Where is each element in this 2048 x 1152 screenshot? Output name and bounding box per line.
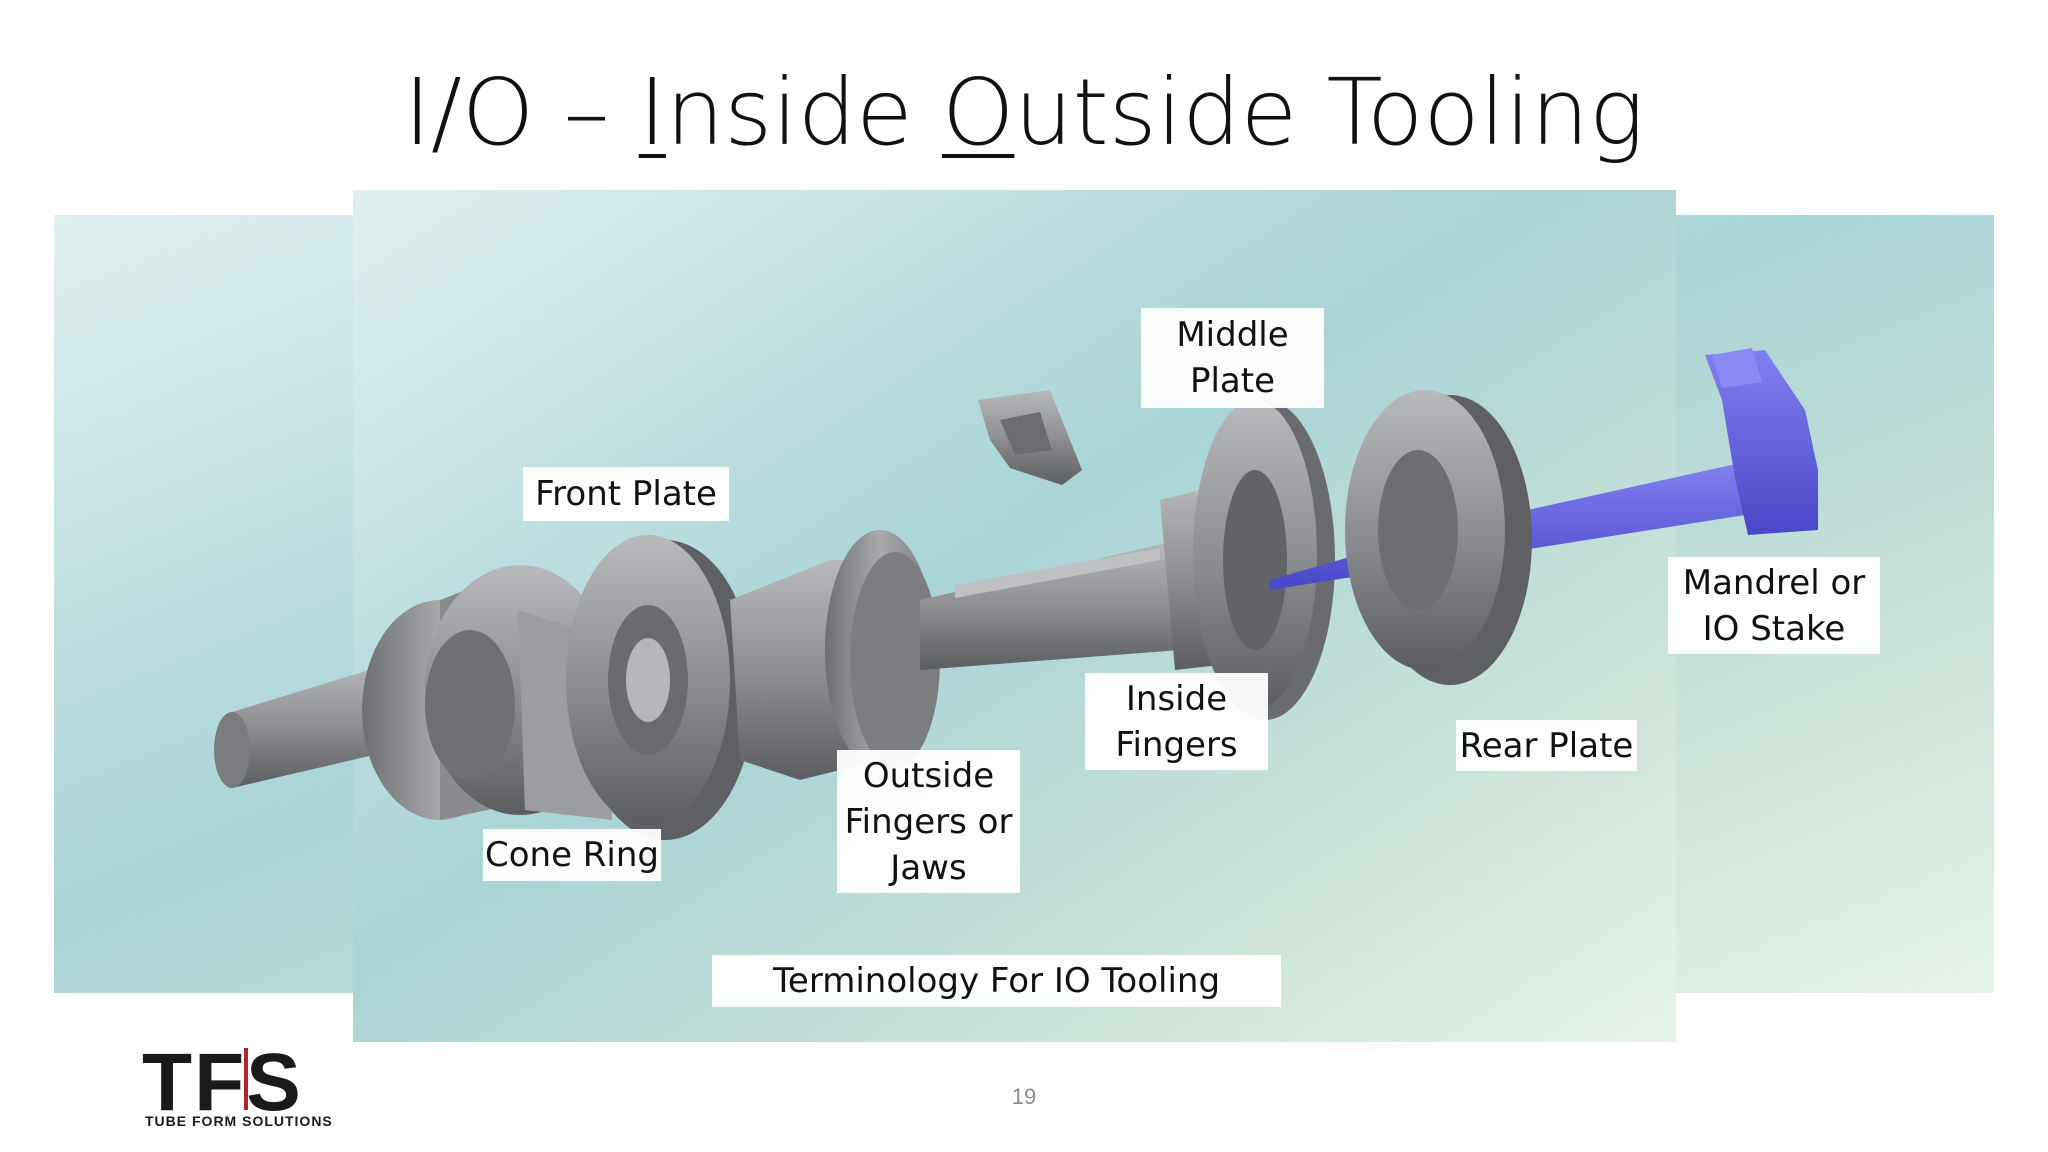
label-rear-plate: Rear Plate bbox=[1456, 720, 1637, 771]
front-plate-part bbox=[566, 535, 755, 840]
page-number: 19 bbox=[1011, 1084, 1037, 1109]
label-inside-fingers: Inside Fingers bbox=[1085, 673, 1268, 770]
title-underlined-o: O bbox=[941, 59, 1015, 166]
tfs-logo-graphic: TFS TUBE FORM SOLUTIONS bbox=[142, 1037, 333, 1129]
outside-fingers-part bbox=[730, 530, 940, 780]
label-cone-ring: Cone Ring bbox=[483, 829, 661, 881]
diagram-caption: Terminology For IO Tooling bbox=[712, 955, 1281, 1007]
slide-title: I/O – Inside Outside Tooling bbox=[0, 58, 2048, 168]
title-nside: nside bbox=[665, 59, 942, 166]
logo-tagline: TUBE FORM SOLUTIONS bbox=[145, 1113, 333, 1129]
logo-letters: TFS bbox=[142, 1037, 303, 1128]
rear-plate-part bbox=[1345, 390, 1532, 685]
title-prefix: I/O – bbox=[403, 59, 639, 166]
label-front-plate: Front Plate bbox=[523, 467, 729, 521]
label-outside-fingers-jaws: Outside Fingers or Jaws bbox=[837, 750, 1020, 893]
label-mandrel-io-stake: Mandrel or IO Stake bbox=[1668, 557, 1880, 654]
central-shaft bbox=[920, 540, 1180, 670]
title-underlined-i: I bbox=[638, 59, 666, 166]
floating-block-part bbox=[978, 390, 1082, 485]
cone-ring-part bbox=[214, 565, 615, 820]
middle-plate-part bbox=[1193, 400, 1335, 720]
label-middle-plate: Middle Plate bbox=[1141, 308, 1324, 408]
title-rest: utside Tooling bbox=[1014, 59, 1645, 166]
